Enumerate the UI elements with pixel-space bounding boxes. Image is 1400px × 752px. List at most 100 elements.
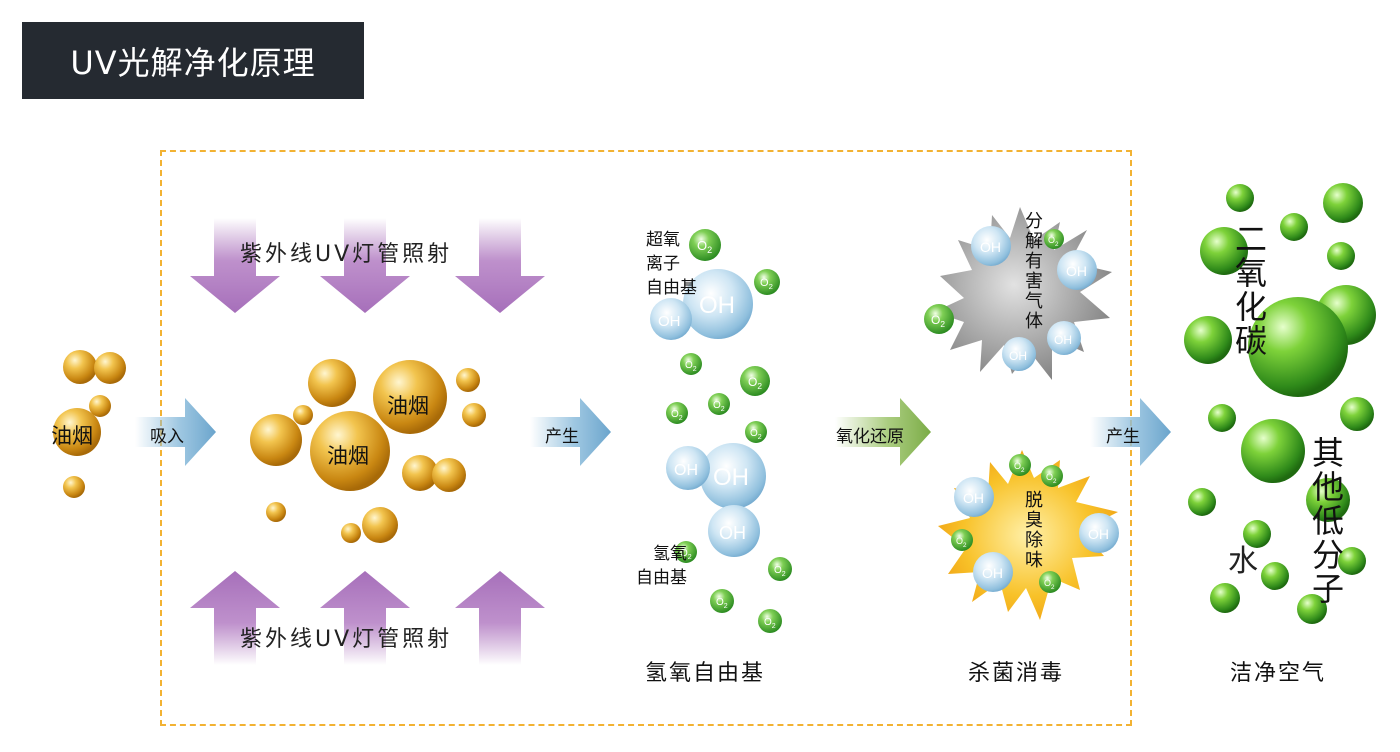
oh-text: OH [1066,263,1087,279]
produce-arrow-label-2: 产生 [1106,427,1140,447]
uv-arrow-down-1 [190,218,280,313]
clean-air-molecules [1184,183,1376,624]
green-molecule [1306,478,1350,522]
green-molecule [1248,297,1348,397]
oil-droplet [462,403,486,427]
uv-bottom-label: 紫外线UV灯管照射 [240,627,453,652]
radical-bubbles [650,269,766,557]
oh-bubble [1002,337,1036,371]
oil-droplet [293,405,313,425]
o2-text: O2 [713,400,725,413]
caption-sterilize: 杀菌消毒 [968,661,1065,686]
oh-bubble [683,269,753,339]
caption-clean-air: 洁净空气 [1230,661,1327,686]
oh-bubble [1079,513,1119,553]
uv-arrow-down-3 [455,218,545,313]
o2-bubble: O2 [708,393,730,415]
green-molecule [1208,404,1236,432]
o2-bubble: O2 [666,402,688,424]
o2-bubble: O2 [1041,465,1063,487]
oh-text: OH [1009,349,1027,363]
superoxide-label: 超氧 离子 自由基 [646,230,697,298]
redox-arrow [835,398,931,466]
oil-droplet [402,455,438,491]
smoke-source-label: 油烟 [51,424,93,448]
oil-smoke-chamber [250,359,486,543]
produce-arrow-1 [530,398,611,466]
oil-droplet [63,350,97,384]
o2-bubble: O2 [689,229,721,261]
o2-bubbles: O2 O2 O2 O2 O2 O2 O2 O2 O2 O2 O2 O2 O2 O… [666,229,1064,633]
oil-droplet [89,395,111,417]
oil-droplet [266,502,286,522]
co2-label: 二氧化碳 [1230,222,1268,358]
absorb-arrow-label: 吸入 [150,427,184,447]
oh-text: OH [699,292,735,319]
green-molecule [1243,520,1271,548]
decompose-label: 分解有害气体 [1022,211,1043,331]
page-title: UV光解净化原理 [70,43,316,82]
o2-bubble: O2 [1039,571,1061,593]
water-label: 水 [1228,544,1258,579]
o2-text: O2 [680,548,692,561]
oil-droplet [456,368,480,392]
uv-arrow-up-3 [455,571,545,665]
o2-text: O2 [716,597,728,610]
green-molecule [1241,419,1305,483]
oh-bubble [954,477,994,517]
o2-bubble: O2 [951,529,973,551]
oil-droplet [308,359,356,407]
o2-bubble: O2 [680,353,702,375]
oil-droplet [250,414,302,466]
o2-text: O2 [1046,472,1057,485]
oh-bubble [666,446,710,490]
o2-bubble: O2 [675,541,697,563]
oh-bubble [1057,250,1097,290]
oil-droplet [362,507,398,543]
o2-bubble: O2 [740,366,770,396]
oh-bubble [971,226,1011,266]
produce-arrow-2 [1090,398,1171,466]
oh-text: OH [1054,333,1072,347]
title-banner: UV光解净化原理 [22,22,364,99]
green-molecule [1338,547,1366,575]
o2-text: O2 [685,360,697,373]
green-molecule [1323,183,1363,223]
o2-bubble: O2 [754,269,780,295]
oh-text: OH [658,313,681,330]
burst-oh-bubbles [954,226,1119,592]
oh-text: OH [674,462,698,479]
oh-bubble [700,443,766,509]
green-molecule [1280,213,1308,241]
other-molecules-label: 其他低分子 [1307,436,1345,606]
produce-arrow-label-1: 产生 [545,427,579,447]
oil-droplet [53,408,101,456]
green-molecule [1188,488,1216,516]
o2-text: O2 [671,409,683,422]
o2-bubble: O2 [924,304,954,334]
oil-droplet [310,411,390,491]
o2-text: O2 [1048,235,1059,248]
oil-smoke-source [53,350,126,498]
chamber-smoke-label-1: 油烟 [387,394,429,418]
oh-labels: OH OH OH OH OH OH OH OH OH OH OH OH [658,239,1109,581]
green-molecule [1210,583,1240,613]
oil-droplet [63,476,85,498]
green-molecule [1327,242,1355,270]
absorb-arrow [135,398,216,466]
o2-text: O2 [1044,578,1055,591]
oh-text: OH [719,523,746,543]
oil-droplet [341,523,361,543]
hydroxyl-label: 氢氧 自由基 [636,544,687,588]
o2-bubble: O2 [710,589,734,613]
uv-arrow-up-1 [190,571,280,665]
uv-arrows-bottom [190,571,545,665]
redox-arrow-label: 氧化还原 [836,427,904,447]
green-molecule [1226,184,1254,212]
oh-text: OH [980,239,1001,255]
uv-top-label: 紫外线UV灯管照射 [240,242,453,267]
o2-bubble: O2 [745,421,767,443]
chamber-smoke-label-2: 油烟 [327,444,369,468]
uv-arrow-up-2 [320,571,410,665]
